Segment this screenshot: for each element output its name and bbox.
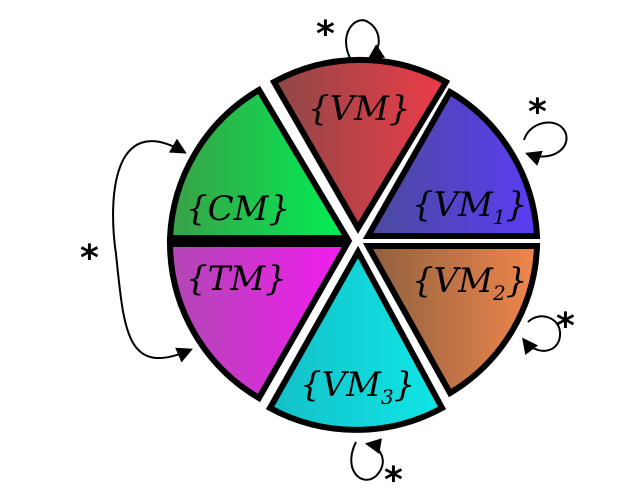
self-loop-vm3 — [350, 438, 384, 481]
label-vm3: {VM3} — [300, 365, 415, 409]
star-vm2: * — [556, 306, 575, 347]
transition-cm-tm — [112, 138, 193, 363]
label-tm: {TM} — [186, 259, 287, 299]
star-vm1: * — [528, 92, 547, 133]
self-loop-vm — [345, 19, 386, 63]
sector-vm — [269, 56, 451, 234]
self-loop-vm2 — [522, 315, 562, 356]
self-loop-vm1 — [523, 121, 568, 166]
label-vm2: {VM2} — [412, 261, 527, 305]
label-cm: {CM} — [186, 189, 290, 229]
sector-vm2 — [362, 243, 541, 398]
star-cm-tm: * — [80, 238, 99, 279]
label-vm: {VM} — [308, 89, 411, 129]
sector-vm3 — [265, 245, 447, 433]
star-vm3: * — [384, 460, 403, 500]
label-vm1: {VM1} — [412, 185, 527, 229]
star-vm: * — [316, 14, 335, 55]
sector-vm1 — [362, 87, 541, 239]
